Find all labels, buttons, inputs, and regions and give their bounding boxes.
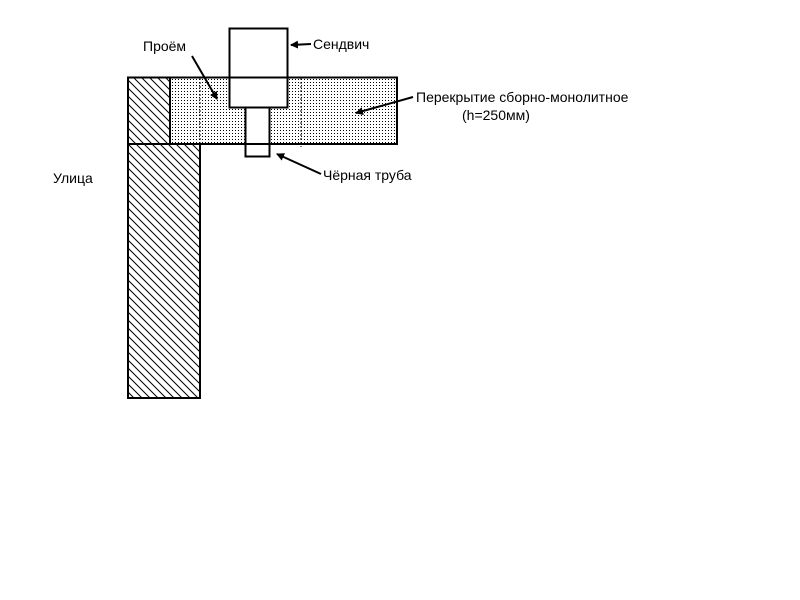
sandwich-label: Сендвич <box>313 36 370 52</box>
black-pipe-label: Чёрная труба <box>323 167 412 183</box>
opening-arrow <box>191 55 218 100</box>
sandwich-pipe <box>228 27 289 109</box>
street-label: Улица <box>53 170 93 186</box>
slab-height-label: (h=250мм) <box>462 107 530 123</box>
black-pipe-arrow <box>276 153 322 175</box>
sandwich-arrow <box>290 40 312 49</box>
wall <box>127 76 201 399</box>
black-pipe <box>244 106 271 158</box>
slab-arrow <box>355 96 414 115</box>
slab-label: Перекрытие сборно-монолитное <box>416 89 629 105</box>
opening-label: Проём <box>143 38 187 54</box>
